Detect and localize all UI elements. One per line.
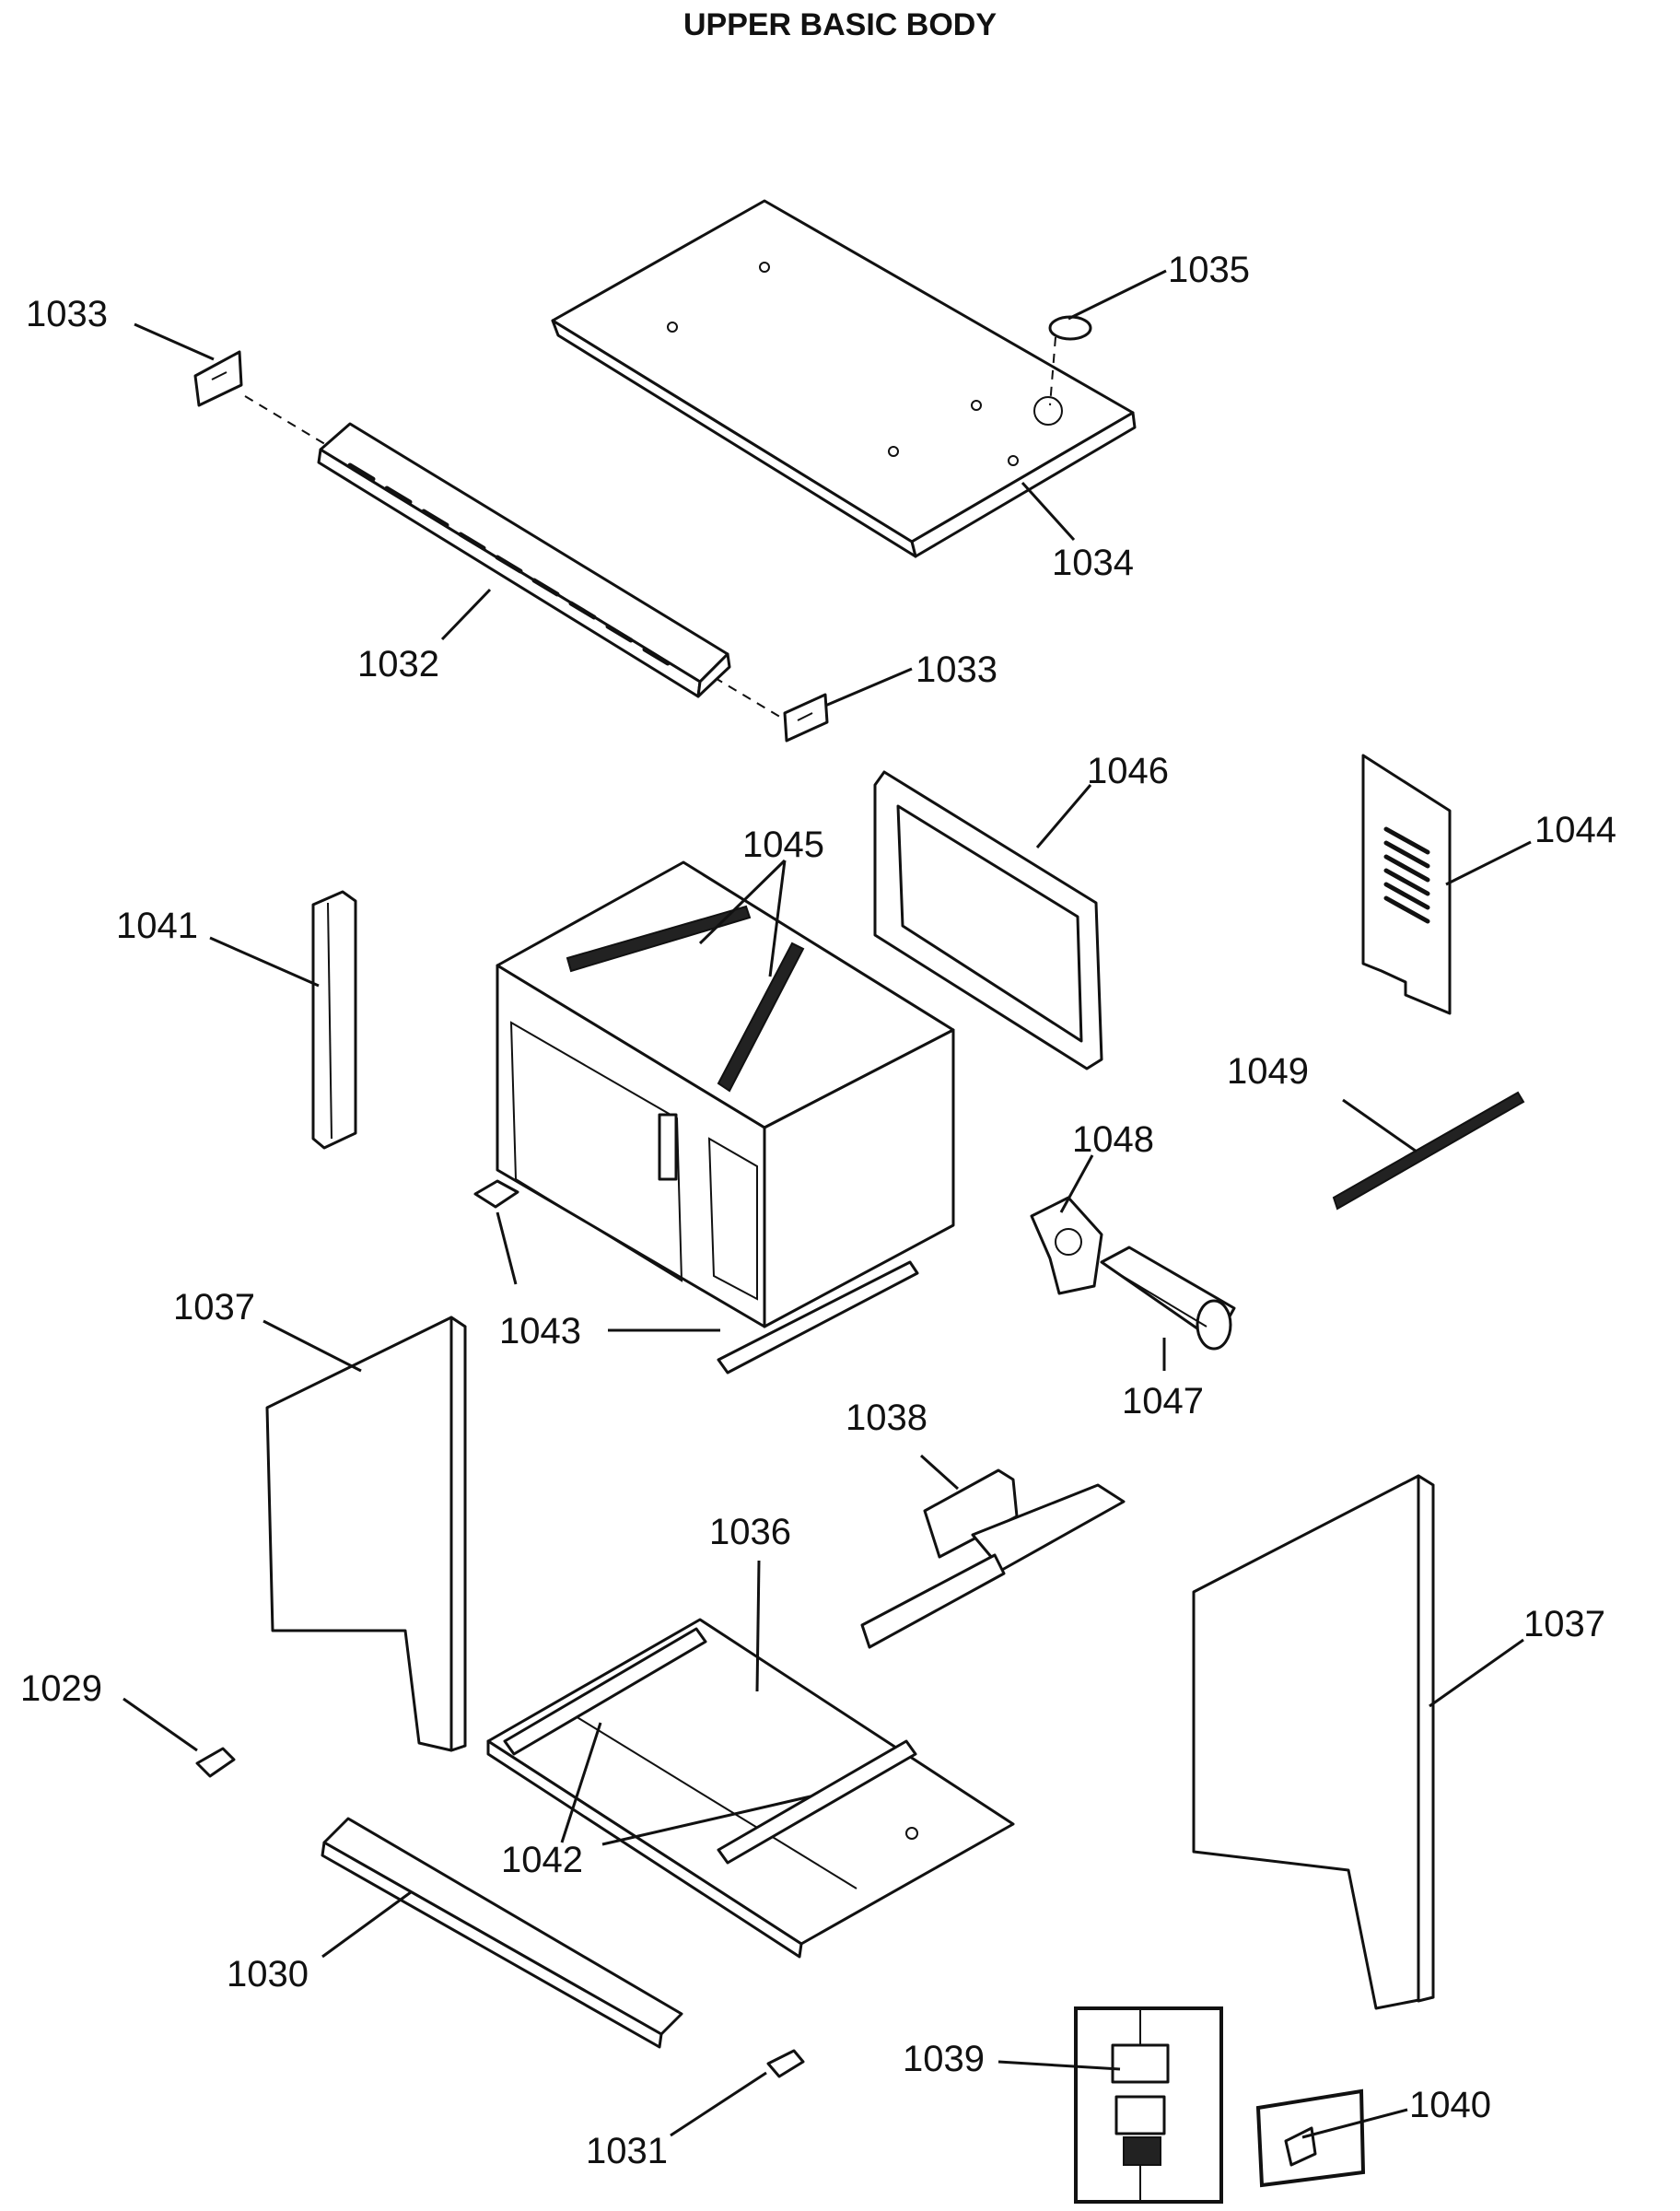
callout-1041: 1041 (116, 906, 198, 946)
leader-lines (122, 269, 1532, 2139)
part-1032-vented-rail (317, 422, 731, 698)
part-1037-right-side-panel (1192, 1474, 1435, 2010)
part-1039-connector (1074, 2006, 1223, 2204)
callout-1030: 1030 (227, 1954, 309, 1995)
part-1038-bracket-assembly (860, 1468, 1126, 1649)
callouts: 1033 1035 1034 1032 1033 1046 1045 1044 … (20, 250, 1616, 2171)
callout-1039: 1039 (903, 2039, 985, 2079)
part-1043-feet (473, 1179, 919, 1375)
part-1047-tube-fan (1100, 1246, 1236, 1351)
part-1040-clip (1255, 2088, 1366, 2188)
callout-1040: 1040 (1409, 2085, 1491, 2125)
callout-1042: 1042 (501, 1840, 583, 1880)
part-1036-base-plate (486, 1618, 1015, 1959)
callout-1046: 1046 (1087, 751, 1169, 791)
callout-1033-bottom: 1033 (916, 649, 998, 690)
part-1042-cross-rails (503, 1627, 917, 1865)
part-1049-bar (1332, 1091, 1525, 1211)
part-1031-clip (766, 2049, 805, 2078)
part-1033-bracket-top (193, 350, 243, 407)
callout-1031: 1031 (586, 2131, 668, 2171)
callout-1048: 1048 (1072, 1119, 1154, 1160)
callout-1034: 1034 (1052, 543, 1134, 583)
part-1033-bracket-bottom (783, 693, 829, 743)
part-1029-clip (195, 1747, 236, 1778)
callout-1029: 1029 (20, 1668, 102, 1709)
callout-1037-right: 1037 (1523, 1604, 1605, 1644)
part-1035-plug (1048, 315, 1092, 406)
part-1034-top-cover (551, 199, 1137, 558)
part-1037-left-side-panel (265, 1316, 467, 1752)
callout-1045: 1045 (742, 825, 824, 865)
part-1041-vertical-post (311, 890, 357, 1150)
part-1046-frame (873, 770, 1103, 1070)
callout-1047: 1047 (1122, 1381, 1204, 1421)
callout-1044: 1044 (1534, 810, 1616, 850)
callout-1036: 1036 (709, 1512, 791, 1552)
main-oven-body (496, 860, 955, 1328)
callout-1035: 1035 (1168, 250, 1250, 290)
part-1048-motor-bracket (1030, 1196, 1103, 1295)
part-1044-vented-panel (1361, 754, 1452, 1015)
callout-1032: 1032 (357, 644, 439, 684)
diagram-title: UPPER BASIC BODY (682, 7, 998, 42)
part-1045-top-rails (566, 905, 805, 1093)
callout-1043: 1043 (499, 1311, 581, 1351)
callout-1033-top: 1033 (26, 294, 108, 334)
callout-1037-left: 1037 (173, 1287, 255, 1328)
callout-1049: 1049 (1227, 1051, 1309, 1092)
callout-1038: 1038 (846, 1398, 928, 1438)
